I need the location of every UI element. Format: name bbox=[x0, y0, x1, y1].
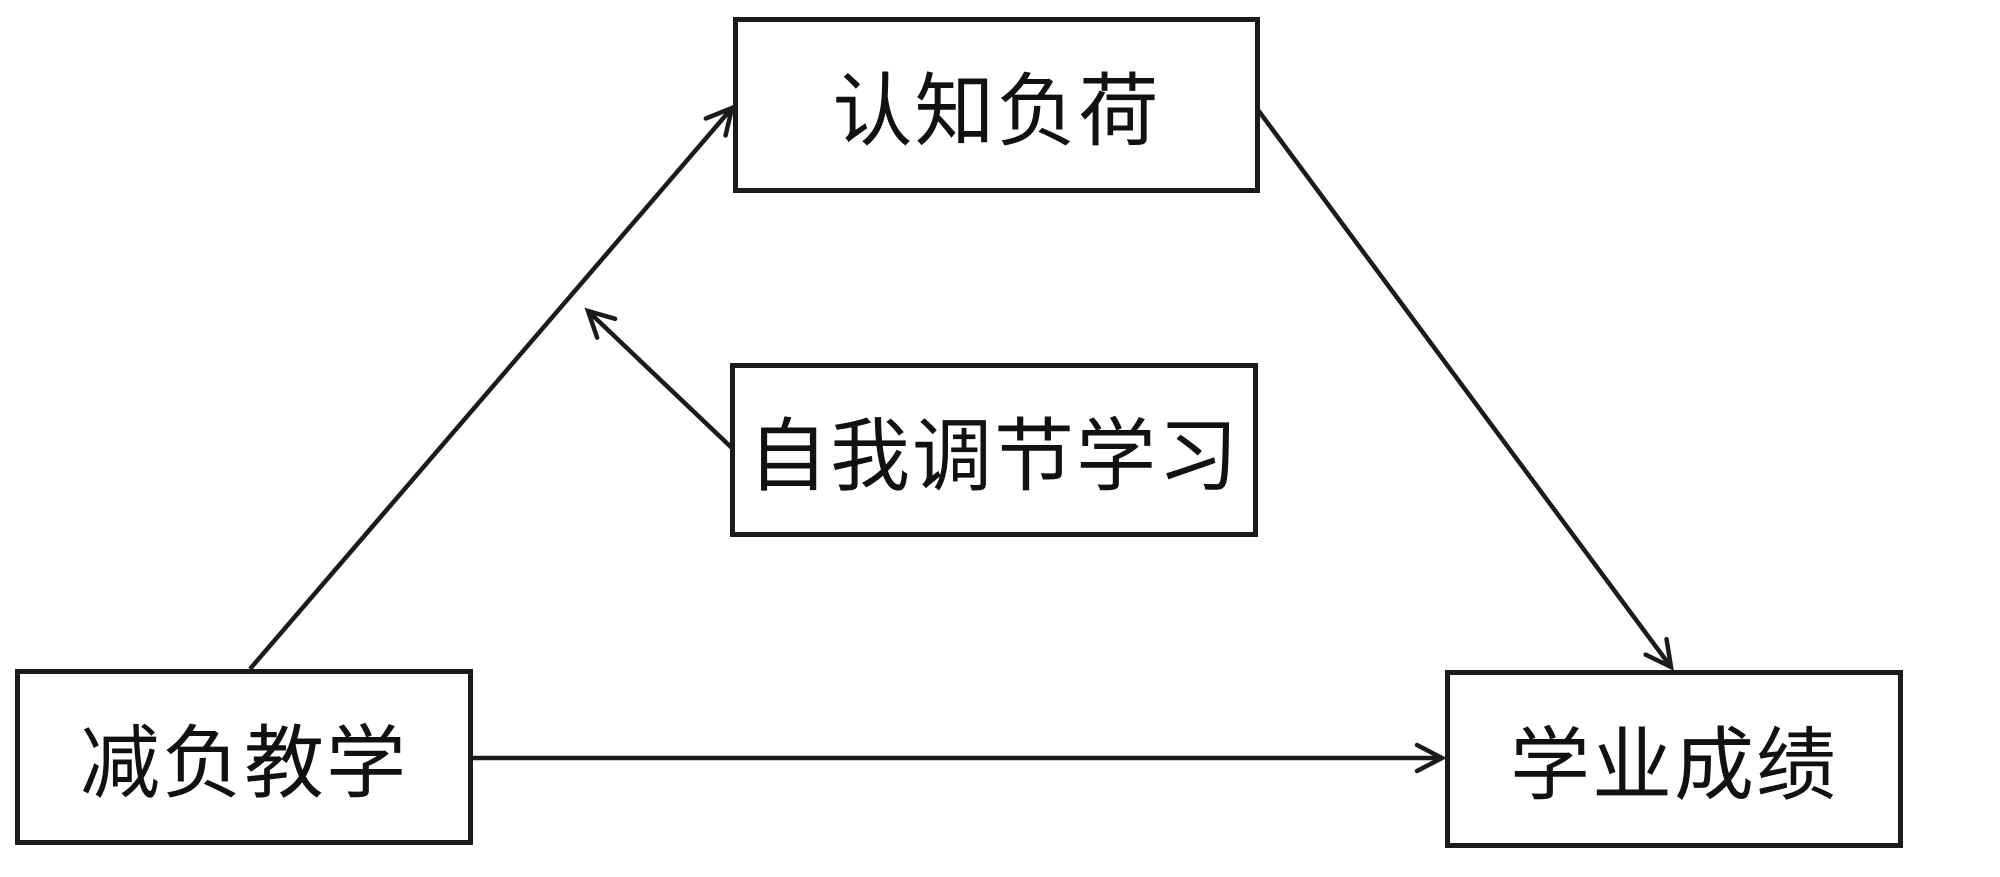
edge-burden-to-cognitive bbox=[248, 104, 736, 671]
node-burden-reduction-teaching-label: 减负教学 bbox=[80, 719, 408, 808]
node-academic-achievement: 学业成绩 bbox=[1445, 670, 1903, 848]
node-self-regulated-learning-label: 自我调节学习 bbox=[748, 412, 1240, 501]
node-burden-reduction-teaching: 减负教学 bbox=[15, 669, 473, 845]
node-self-regulated-learning: 自我调节学习 bbox=[730, 363, 1258, 537]
node-academic-achievement-label: 学业成绩 bbox=[1510, 721, 1838, 810]
edge-cognitive-to-achievement bbox=[1256, 108, 1674, 671]
node-cognitive-load: 认知负荷 bbox=[733, 17, 1260, 193]
edge-moderation-selfregulation bbox=[584, 307, 735, 451]
node-cognitive-load-label: 认知负荷 bbox=[832, 67, 1161, 156]
